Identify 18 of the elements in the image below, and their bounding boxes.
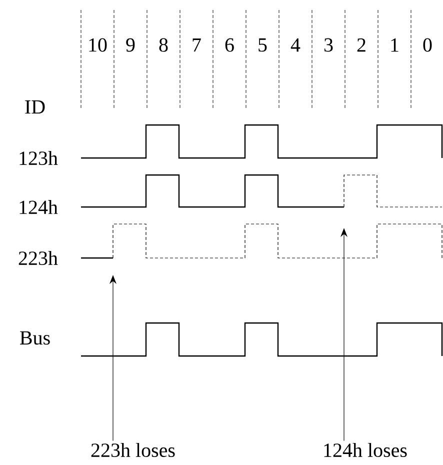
bit-number: 9 — [126, 38, 135, 52]
bit-number: 10 — [89, 38, 107, 52]
signal-label: 124h — [20, 200, 58, 214]
bit-number: 7 — [192, 38, 201, 52]
bit-number: 1 — [391, 38, 398, 52]
bit-number: 2 — [357, 38, 366, 52]
bit-number: 0 — [423, 38, 432, 52]
axis-label: ID — [25, 100, 45, 114]
bit-number: 5 — [258, 38, 267, 52]
signal-label: 223h — [18, 250, 58, 266]
bit-number: 4 — [290, 38, 300, 52]
annotation-text: 124h loses — [324, 442, 407, 458]
signal-label: Bus — [20, 331, 50, 345]
bit-number: 3 — [324, 38, 333, 52]
bit-number: 8 — [159, 38, 168, 52]
annotation-text: 223h loses — [91, 442, 175, 458]
bit-number: 6 — [225, 38, 234, 52]
signal-label: 123h — [20, 150, 58, 166]
